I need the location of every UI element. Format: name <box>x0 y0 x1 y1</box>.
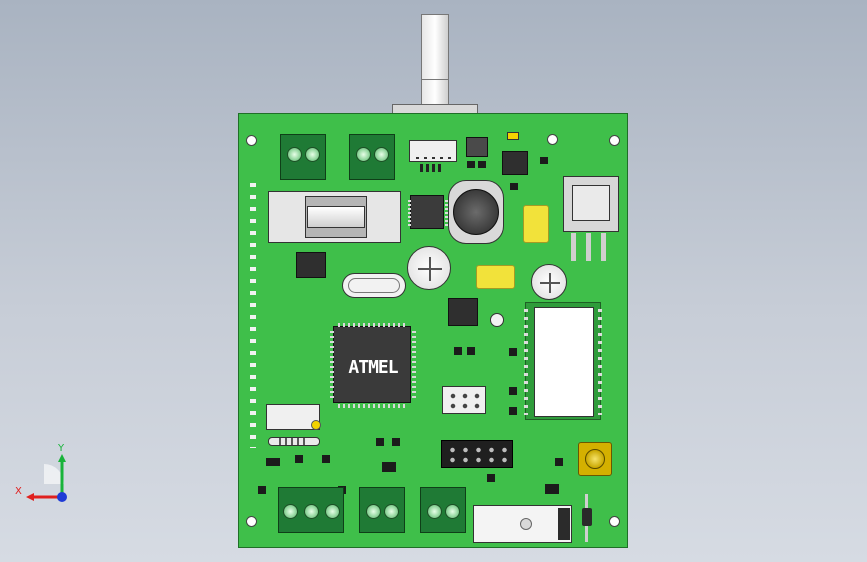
ic-soic-mid <box>448 298 478 326</box>
mounting-hole-bl <box>246 516 257 527</box>
pad-yellow <box>311 420 321 430</box>
ic-soic-top-right <box>502 151 528 175</box>
smd-res-2 <box>467 347 475 355</box>
rf-module <box>524 302 602 420</box>
buzzer <box>448 180 504 244</box>
transistor-3 <box>545 484 559 494</box>
yellow-component-1 <box>523 205 549 243</box>
terminal-block-top-1 <box>280 134 326 180</box>
smd-res-4 <box>509 387 517 395</box>
ic-qfn <box>408 195 448 229</box>
smd-res-5 <box>509 407 517 415</box>
regulator-legs <box>571 233 611 261</box>
terminal-block-bottom-1 <box>278 487 344 533</box>
led-top <box>507 132 519 140</box>
ic-soic-left <box>296 252 326 278</box>
diode-top <box>466 137 488 157</box>
header-connector-top <box>409 140 457 162</box>
smd-cap-5 <box>295 455 303 463</box>
smd-cap-7 <box>376 438 384 446</box>
resistor-axial <box>268 437 320 446</box>
smd-cap-6 <box>322 455 330 463</box>
mounting-hole-tr <box>609 135 620 146</box>
battery-holder <box>473 505 572 543</box>
smd-cap-4 <box>510 183 518 190</box>
ic-marking-label: ATMEL <box>348 357 398 378</box>
mcu-qfp: ATMEL <box>330 323 416 408</box>
smd-cap-9 <box>555 458 563 466</box>
smd-cap-8 <box>392 438 400 446</box>
edge-pin-column <box>250 183 256 448</box>
mounting-hole-tl <box>246 135 257 146</box>
axis-x-label: X <box>15 486 22 497</box>
header-pins-top <box>420 164 444 172</box>
smd-res-3 <box>509 348 517 356</box>
axis-triad-icon <box>26 454 67 502</box>
jumper-block <box>442 386 486 414</box>
electrolytic-capacitor-1 <box>407 246 451 290</box>
test-point <box>490 313 504 327</box>
smd-cap-1 <box>467 161 475 168</box>
smd-cap-12 <box>487 474 495 482</box>
smd-cap-10 <box>258 486 266 494</box>
fuse-holder <box>268 191 401 243</box>
smd-cap-2 <box>478 161 486 168</box>
crystal-oscillator <box>342 273 406 298</box>
transistor-2 <box>382 462 396 472</box>
axis-y-label: Y <box>58 443 65 454</box>
terminal-block-top-2 <box>349 134 395 180</box>
electrolytic-capacitor-2 <box>531 264 567 300</box>
yellow-component-2 <box>476 265 515 289</box>
voltage-regulator <box>563 176 619 232</box>
terminal-block-bottom-2 <box>359 487 405 533</box>
sma-connector <box>578 442 612 476</box>
pin-header-2x5 <box>441 440 513 468</box>
diode-axial <box>580 494 594 542</box>
smd-res-1 <box>454 347 462 355</box>
mounting-hole-mr <box>547 134 558 145</box>
smd-cap-3 <box>540 157 548 164</box>
terminal-block-bottom-3 <box>420 487 466 533</box>
mounting-hole-br <box>609 516 620 527</box>
transistor-1 <box>266 458 280 466</box>
